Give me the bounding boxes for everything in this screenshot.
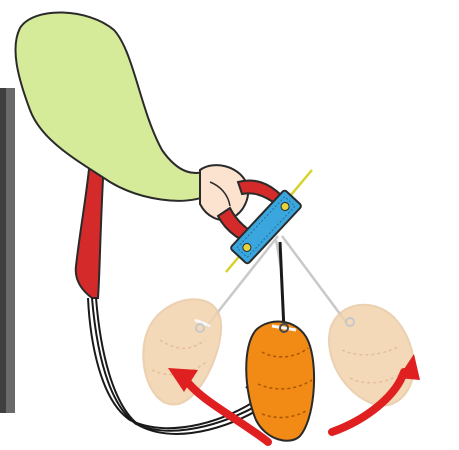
brake-line-main	[280, 242, 284, 330]
brake-lines-grey	[206, 236, 346, 327]
strap-left	[76, 160, 104, 298]
brake-toggle-icon	[246, 322, 314, 441]
page-edge-shadow	[0, 88, 15, 413]
arm-sleeve-icon	[15, 12, 206, 200]
toggle-ghost-right-icon	[329, 305, 414, 406]
